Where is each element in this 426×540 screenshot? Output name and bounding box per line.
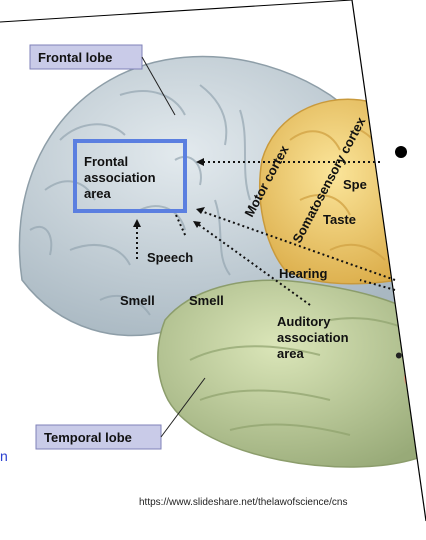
bullet-dot: [395, 146, 407, 158]
frontal-lobe-label: Frontal lobe: [38, 50, 112, 65]
frontal-association-line3: area: [84, 186, 112, 201]
hearing-label: Hearing: [279, 266, 327, 281]
source-url: https://www.slideshare.net/thelawofscien…: [139, 497, 347, 508]
bullet-dot-2: •: [395, 343, 403, 369]
frontal-association-line1: Frontal: [84, 154, 128, 169]
speech-partial-label: Spe: [343, 177, 367, 192]
auditory-line2: association: [277, 330, 349, 345]
temporal-lobe-label: Temporal lobe: [44, 430, 132, 445]
auditory-line3: area: [277, 346, 305, 361]
cut-off-text: n: [0, 448, 8, 464]
frontal-association-line2: association: [84, 170, 156, 185]
smell-label-1: Smell: [120, 293, 155, 308]
speech-label: Speech: [147, 250, 193, 265]
smell-label-2: Smell: [189, 293, 224, 308]
auditory-line1: Auditory: [277, 314, 331, 329]
taste-label: Taste: [323, 212, 356, 227]
